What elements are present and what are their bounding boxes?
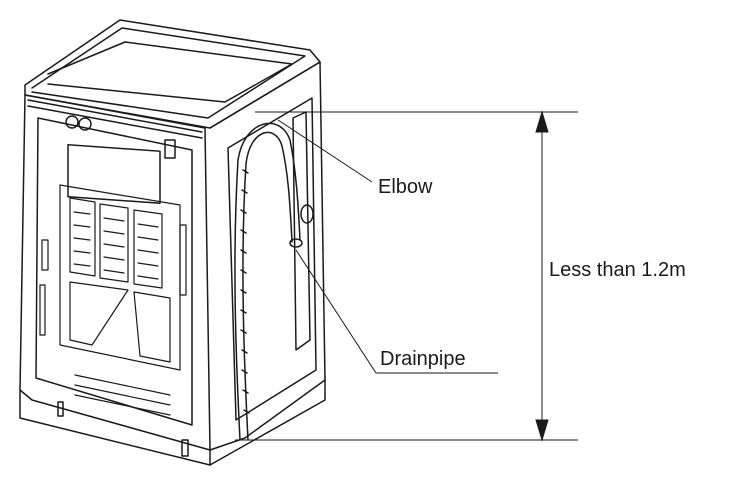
drain-hose [234, 122, 303, 441]
machine-base [19, 379, 326, 466]
height-limit-label: Less than 1.2m [549, 259, 686, 281]
rear-control-strip [27, 99, 203, 159]
arrow-up-icon [535, 110, 549, 133]
machine-side-panel [209, 61, 326, 451]
lower-vent-slots [74, 374, 171, 416]
machine-rear-panel [19, 94, 211, 451]
elbow-label: Elbow [378, 176, 433, 198]
height-dimension [235, 110, 578, 442]
washing-machine [19, 19, 326, 466]
arrow-down-icon [535, 419, 549, 442]
vent-grille [59, 184, 181, 371]
leader-lines [277, 119, 498, 374]
rear-side-slots [39, 224, 187, 336]
elbow-leader-line [277, 119, 373, 183]
drain-outlet [300, 204, 314, 224]
drainpipe-label: Drainpipe [380, 348, 466, 370]
drainpipe-leader-line [295, 249, 498, 374]
rear-access-window [67, 144, 161, 204]
